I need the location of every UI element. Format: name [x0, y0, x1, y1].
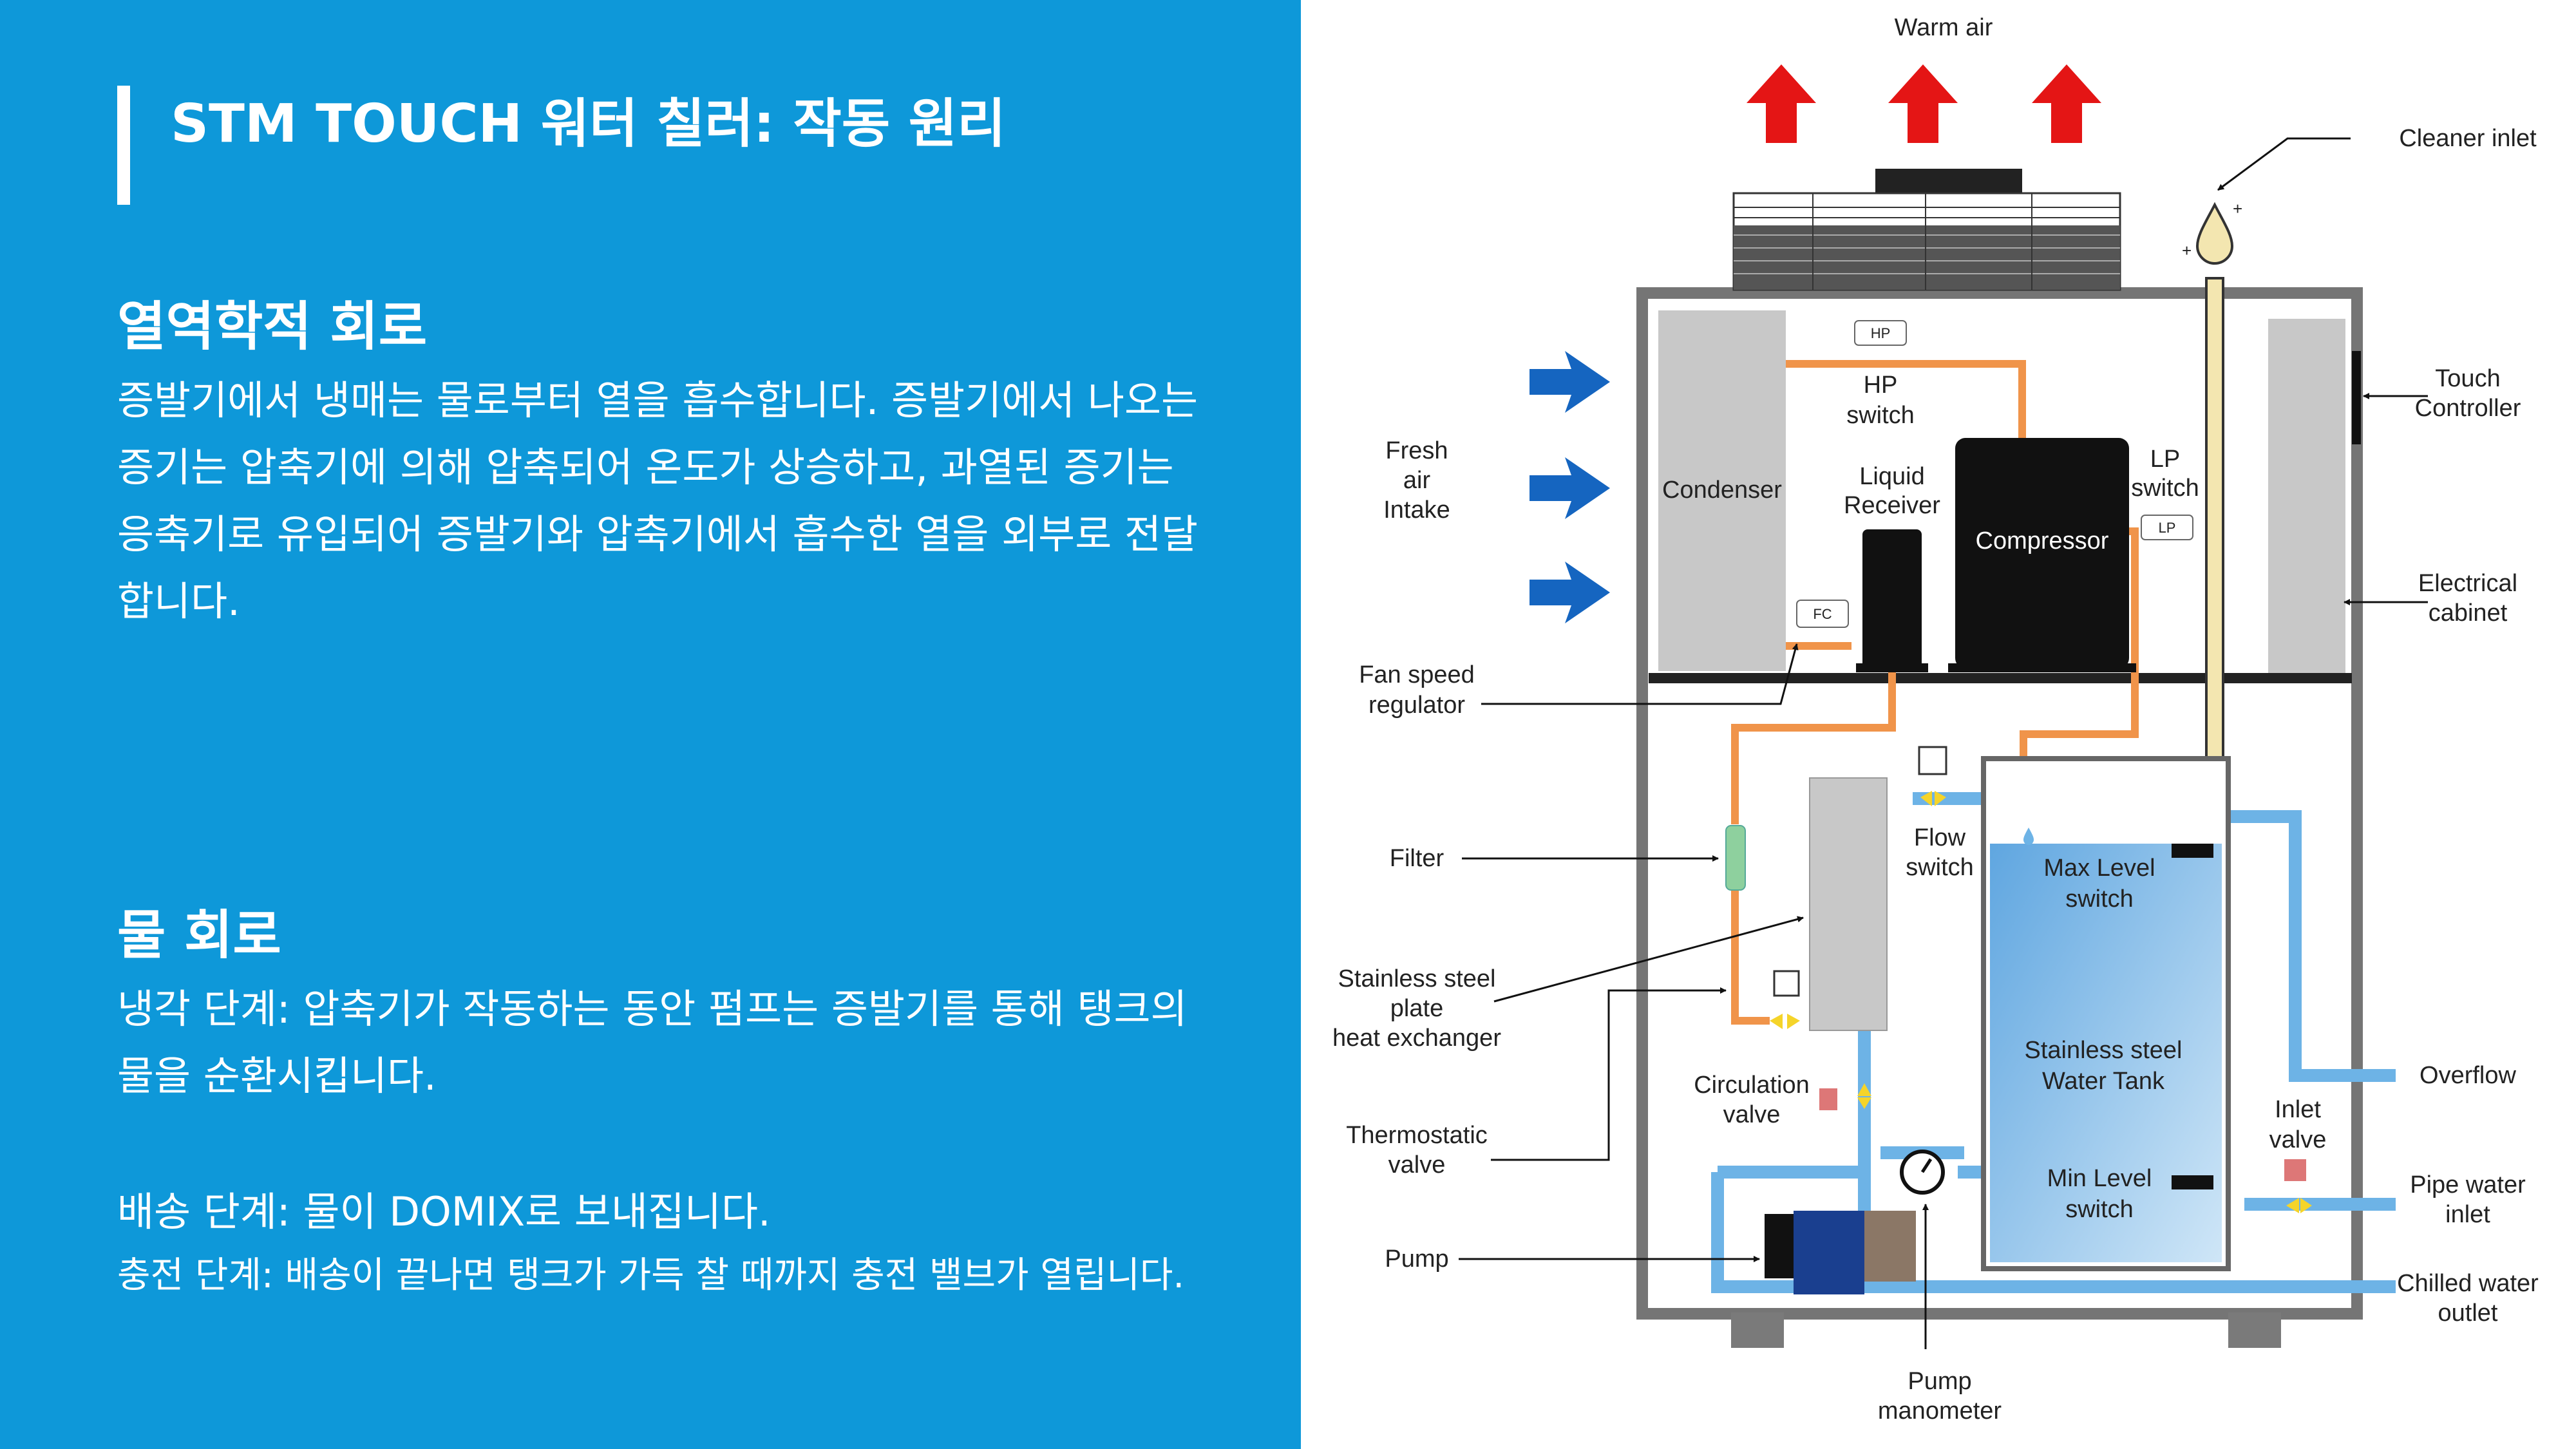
fresh-air-label-1: Fresh: [1385, 437, 1448, 464]
liquid-receiver-label-1: Liquid: [1859, 463, 1924, 490]
lp-tag: [2141, 515, 2193, 540]
right-foot: [2228, 1312, 2281, 1348]
title-accent-bar: [117, 86, 130, 205]
hp-tag: [1854, 320, 1907, 346]
hp-tag-label: HP: [1871, 325, 1891, 341]
heat-exchanger-label-2: plate: [1390, 995, 1443, 1022]
min-level-sensor: [2172, 1175, 2213, 1189]
water-heading: 물 회로: [117, 905, 281, 966]
leader-lines: [1459, 137, 2428, 1349]
thermostatic-valve-label-1: Thermostatic: [1346, 1122, 1488, 1149]
lp-tag-label: LP: [2159, 520, 2176, 536]
condenser: [1658, 310, 1786, 671]
compressor: [1955, 438, 2129, 668]
fresh-air-arrows: [1530, 351, 1610, 623]
fan-speed-regulator-label-2: regulator: [1368, 692, 1465, 719]
inlet-valve-icon: [2286, 1198, 2312, 1213]
liquid-receiver-label-2: Receiver: [1844, 492, 1940, 519]
circulation-valve-actuator: [1819, 1088, 1837, 1110]
thermo-heading: 열역학적 회로: [117, 296, 428, 357]
thermostatic-valve-icon: [1770, 1014, 1800, 1029]
inlet-valve-label-2: valve: [2269, 1126, 2327, 1153]
condenser-fan: [1732, 169, 2121, 291]
divider-plate: [1649, 673, 2352, 683]
lp-switch-label-2: switch: [2131, 475, 2199, 502]
chilled-water-outlet-label-2: outlet: [2438, 1300, 2498, 1327]
flow-switch-label-1: Flow: [1914, 824, 1966, 851]
touch-controller-label-2: Controller: [2415, 395, 2521, 422]
cooling-phase-text: 냉각 단계: 압축기가 작동하는 동안 펌프는 증발기를 통해 탱크의 물을 순…: [117, 985, 1188, 1099]
page-title: STM TOUCH 워터 칠러: 작동 원리: [171, 93, 1006, 155]
pipe-water-inlet-label-2: inlet: [2445, 1201, 2490, 1228]
water-drop-icon: [2023, 828, 2034, 845]
pipe-water-inlet-label-1: Pipe water: [2410, 1171, 2526, 1198]
touch-controller: [2352, 351, 2361, 444]
inlet-valve-actuator: [2284, 1159, 2306, 1181]
compressor-label: Compressor: [1976, 527, 2109, 554]
heat-exchanger-label-1: Stainless steel: [1338, 965, 1495, 992]
cleaner-inlet-label: Cleaner inlet: [2399, 125, 2537, 152]
fc-tag-label: FC: [1813, 606, 1832, 622]
filter: [1725, 825, 1746, 891]
water-tank: [1990, 844, 2222, 1262]
touch-controller-label-1: Touch: [2435, 365, 2500, 392]
cleaner-plus-icon-2: +: [2182, 241, 2192, 260]
fresh-air-label-3: Intake: [1383, 497, 1450, 524]
circulation-valve-icon: [1857, 1083, 1871, 1109]
thermostatic-bulb-icon: [1773, 970, 1800, 997]
pump: [1765, 1211, 1916, 1294]
min-level-label-2: switch: [2065, 1196, 2134, 1223]
electrical-cabinet-label-1: Electrical: [2418, 570, 2517, 597]
warm-air-arrows: [1747, 64, 2101, 143]
flow-switch-label-2: switch: [1906, 854, 1974, 881]
max-level-label-1: Max Level: [2043, 855, 2155, 882]
max-level-label-2: switch: [2065, 886, 2134, 913]
hp-switch-label-2: switch: [1846, 402, 1915, 429]
refrigerant-circuit: [1731, 360, 2139, 1025]
max-level-sensor: [2172, 844, 2213, 858]
cleaner-plus-icon: +: [2233, 199, 2242, 218]
delivery-phase-text: 배송 단계: 물이 DOMIX로 보내집니다.: [117, 1188, 771, 1235]
condenser-label: Condenser: [1662, 477, 1782, 504]
overflow-label: Overflow: [2420, 1062, 2516, 1089]
left-foot: [1731, 1312, 1784, 1348]
pump-manometer-label-1: Pump: [1908, 1368, 1971, 1395]
thermostatic-valve-label-2: valve: [1388, 1151, 1446, 1179]
cleaner-tube: [2205, 277, 2224, 775]
flow-valve-icon: [1920, 791, 1946, 806]
plate-heat-exchanger: [1809, 777, 1888, 1031]
fresh-air-label-2: air: [1403, 467, 1431, 494]
filter-label: Filter: [1390, 845, 1444, 872]
thermo-body: 증발기에서 냉매는 물로부터 열을 흡수합니다. 증발기에서 나오는 증기는 압…: [117, 377, 1198, 625]
min-level-label-1: Min Level: [2047, 1165, 2152, 1192]
electrical-cabinet: [2268, 319, 2345, 673]
warm-air-label: Warm air: [1895, 14, 1993, 41]
lp-switch-label-1: LP: [2150, 446, 2180, 473]
inlet-valve-label-1: Inlet: [2275, 1096, 2321, 1123]
info-panel: STM TOUCH 워터 칠러: 작동 원리 열역학적 회로 증발기에서 냉매는…: [0, 0, 1301, 1449]
flow-switch-icon: [1918, 746, 1947, 775]
circulation-valve-label-1: Circulation: [1694, 1072, 1810, 1099]
circulation-valve-label-2: valve: [1723, 1101, 1781, 1128]
cleaner-drop-icon: [2195, 202, 2234, 265]
filling-phase-text: 충전 단계: 배송이 끝나면 탱크가 가득 찰 때까지 충전 밸브가 열립니다.: [117, 1255, 1185, 1296]
water-tank-label-2: Water Tank: [2042, 1068, 2165, 1095]
electrical-cabinet-label-2: cabinet: [2429, 600, 2508, 627]
fc-tag: [1796, 600, 1849, 628]
hp-switch-label-1: HP: [1864, 372, 1898, 399]
chilled-water-outlet-label-1: Chilled water: [2397, 1270, 2539, 1297]
fan-speed-regulator-label-1: Fan speed: [1359, 661, 1475, 688]
heat-exchanger-label-3: heat exchanger: [1332, 1025, 1501, 1052]
water-tank-label-1: Stainless steel: [2024, 1037, 2182, 1064]
chiller-diagram: Warm air Fresh air Intake Condenser + + …: [1332, 14, 2539, 1425]
pump-manometer-label-2: manometer: [1878, 1397, 2002, 1425]
pump-label: Pump: [1385, 1245, 1448, 1273]
liquid-receiver: [1862, 529, 1922, 671]
